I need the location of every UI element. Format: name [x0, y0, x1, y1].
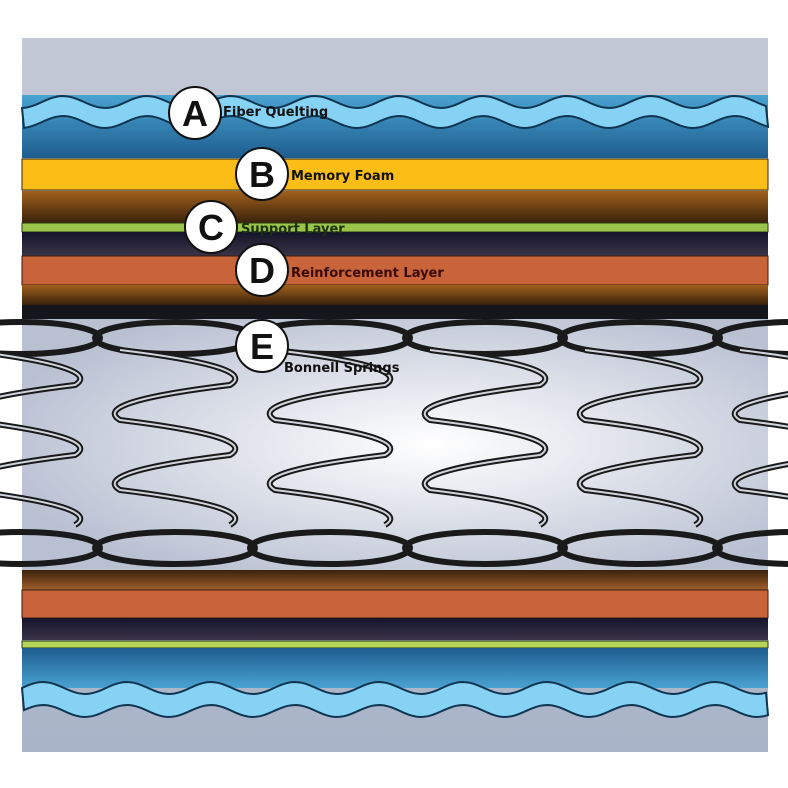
callout-e-circle	[235, 319, 289, 373]
spring-top-coil	[402, 319, 568, 357]
spring-top-coil	[712, 319, 788, 357]
callout-c-letter: C	[198, 207, 224, 248]
bottom-blue-layer	[22, 648, 768, 688]
navy-layer-bottom	[22, 618, 768, 640]
spring-top-coil	[557, 319, 723, 357]
callout-b-label: Memory Foam	[291, 169, 394, 184]
callout-d-circle	[235, 243, 289, 297]
brown-layer-mid	[22, 285, 768, 305]
callout-e-letter: E	[250, 326, 274, 367]
callout-a-circle	[168, 86, 222, 140]
spring-coil	[733, 349, 788, 498]
reinforcement-layer-bottom	[21, 589, 769, 619]
spring-coil	[113, 349, 237, 526]
spring-bottom-coil	[557, 529, 723, 567]
callout-d: D Reinforcement Layer	[235, 243, 444, 297]
callout-a-letter: A	[182, 93, 208, 134]
brown-layer-top	[22, 191, 768, 223]
callout-a: A Fiber Quelting	[168, 86, 328, 140]
callout-c: C Support Layer	[184, 200, 345, 254]
navy-layer-top	[22, 232, 768, 256]
memory-foam-layer	[21, 158, 769, 191]
callout-c-circle	[184, 200, 238, 254]
spring-bottom-coil	[712, 529, 788, 567]
callout-e-label: Bonnell Springs	[284, 361, 400, 376]
spring-bottom-coil	[247, 529, 413, 567]
support-layer-bottom	[21, 640, 769, 649]
callout-c-label: Support Layer	[241, 222, 345, 237]
dark-layer-top	[22, 305, 768, 319]
callout-e: E Bonnell Springs	[235, 319, 400, 376]
callout-b-circle	[235, 147, 289, 201]
spring-bottom-coil	[92, 529, 258, 567]
spring-coil	[578, 349, 702, 526]
spring-bottom-coil	[402, 529, 568, 567]
fiber-quilting-wave-bottom	[20, 680, 770, 719]
spring-coil	[0, 353, 82, 526]
spring-coil	[268, 349, 392, 526]
callout-b-letter: B	[249, 154, 275, 195]
brown-layer-bottom	[22, 570, 768, 590]
support-layer	[21, 222, 769, 233]
callout-d-label: Reinforcement Layer	[291, 266, 444, 281]
spring-coil	[423, 349, 547, 526]
spring-top-coil	[0, 319, 103, 357]
callout-a-label: Fiber Quelting	[223, 105, 328, 120]
callout-b: B Memory Foam	[235, 147, 394, 201]
spring-bottom-coil	[0, 529, 103, 567]
callout-d-letter: D	[249, 250, 275, 291]
bonnell-springs	[0, 319, 788, 567]
